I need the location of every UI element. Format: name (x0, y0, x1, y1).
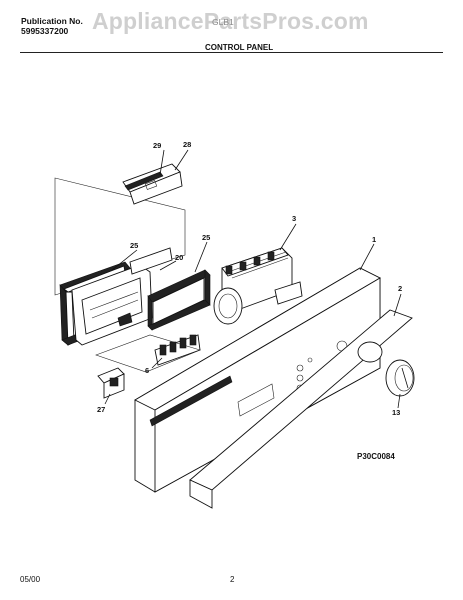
part-knob (385, 359, 415, 397)
callout-29: 29 (153, 141, 161, 150)
callout-1: 1 (372, 235, 376, 244)
callout-6: 6 (145, 366, 149, 375)
part-overlay (189, 309, 413, 509)
header-rule (20, 52, 443, 53)
callout-3: 3 (292, 214, 296, 223)
callout-25-left: 25 (130, 241, 138, 250)
part-label-frame (147, 269, 211, 331)
footer-page-number: 2 (230, 575, 235, 584)
diagram-code: P30C0084 (357, 452, 395, 461)
watermark: AppliancePartsPros.com (92, 8, 369, 34)
page-title: CONTROL PANEL (205, 43, 274, 52)
callout-27: 27 (97, 405, 105, 414)
part-switch-bar (95, 334, 201, 373)
callout-2: 2 (398, 284, 402, 293)
footer-date: 05/00 (20, 575, 41, 584)
callout-13: 13 (392, 408, 400, 417)
part-dispenser-housing (71, 247, 173, 346)
part-vent-cover (122, 163, 183, 205)
callout-28: 28 (183, 140, 191, 149)
callout-25-right: 25 (202, 233, 210, 242)
part-timer-module (213, 247, 303, 325)
part-switch (97, 367, 125, 399)
publication-block: Publication No. 5995337200 (21, 16, 83, 36)
part-control-panel (134, 267, 381, 493)
leader-lines (104, 149, 402, 409)
publication-label: Publication No. (21, 16, 83, 26)
callout-20: 20 (175, 253, 183, 262)
publication-number: 5995337200 (21, 26, 69, 36)
model-number: GLB1 (212, 17, 234, 27)
